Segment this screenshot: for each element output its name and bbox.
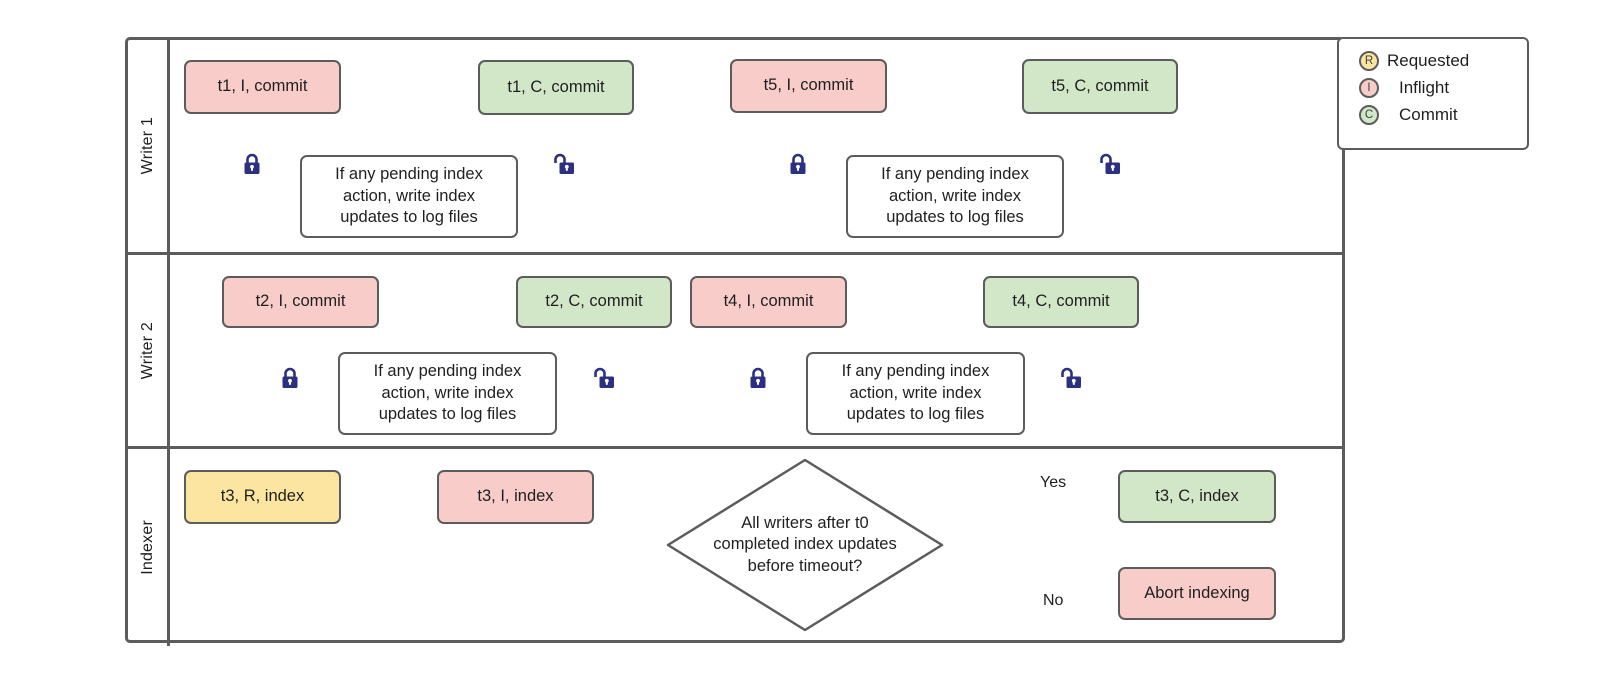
node-ix-t3-commit[interactable]: t3, C, index (1118, 470, 1276, 523)
lock-open-icon (1060, 366, 1082, 390)
node-w1-t5-inflight[interactable]: t5, I, commit (730, 59, 887, 113)
node-w1-t5-commit[interactable]: t5, C, commit (1022, 59, 1178, 114)
legend-label-commit: Commit (1399, 105, 1458, 124)
lock-closed-icon (747, 366, 769, 390)
legend-label-requested: Requested (1387, 51, 1470, 70)
badge-glyph: C (1364, 109, 1374, 121)
node-ix-t3-requested[interactable]: t3, R, index (184, 470, 341, 524)
node-label: t3, C, index (1155, 486, 1239, 505)
node-w1-t1-commit[interactable]: t1, C, commit (478, 60, 634, 115)
node-ix-abort[interactable]: Abort indexing (1118, 567, 1276, 620)
lock-open-icon (1099, 152, 1121, 176)
lane-writer-2: Writer 2 (128, 252, 1342, 446)
lane-header-indexer: Indexer (128, 449, 170, 646)
node-label: t4, I, commit (723, 292, 814, 311)
node-label: t2, I, commit (255, 292, 346, 311)
edge-label-yes: Yes (1040, 474, 1067, 491)
lock-closed-icon (279, 366, 301, 390)
node-label: t1, I, commit (217, 77, 308, 96)
task-line-1: If any pending index (373, 361, 522, 380)
node-w2-task-b[interactable]: If any pending index action, write index… (806, 352, 1025, 435)
legend-panel: R Requested I Inflight C Commit (1337, 37, 1529, 150)
lane-label-writer-1: Writer 1 (138, 117, 156, 175)
lane-header-writer-1: Writer 1 (128, 40, 170, 252)
node-w1-task-b[interactable]: If any pending index action, write index… (846, 155, 1064, 238)
lock-closed-icon (787, 152, 809, 176)
node-label: t5, I, commit (763, 76, 854, 95)
lane-writer-1: Writer 1 (128, 40, 1342, 252)
badge-inflight-icon: I (1359, 78, 1379, 98)
task-line-3: updates to log files (340, 208, 478, 227)
node-label: Abort indexing (1144, 583, 1250, 602)
node-label: t3, R, index (220, 487, 305, 506)
lane-label-writer-2: Writer 2 (138, 321, 156, 380)
task-line-2: action, write index (888, 186, 1022, 205)
legend-item-inflight: I Inflight (1359, 75, 1527, 101)
edge-label-no: No (1043, 592, 1064, 609)
lock-open-icon (593, 366, 615, 390)
lock-closed-icon (241, 152, 263, 176)
task-line-1: If any pending index (335, 164, 483, 183)
lane-header-writer-2: Writer 2 (128, 255, 170, 446)
task-line-3: updates to log files (886, 208, 1024, 227)
node-w1-task-a[interactable]: If any pending index action, write index… (300, 155, 518, 238)
node-w2-t2-inflight[interactable]: t2, I, commit (222, 276, 379, 328)
lock-open-icon (553, 152, 575, 176)
node-ix-decision[interactable]: All writers after t0 completed index upd… (665, 457, 945, 633)
task-line-2: action, write index (381, 383, 514, 402)
task-line-3: updates to log files (846, 405, 985, 424)
legend-label-inflight: Inflight (1399, 78, 1450, 97)
node-w2-task-a[interactable]: If any pending index action, write index… (338, 352, 557, 435)
node-label: t2, C, commit (545, 292, 643, 311)
node-label: t4, C, commit (1012, 292, 1110, 311)
lane-label-indexer: Indexer (138, 520, 156, 575)
legend-item-requested: R Requested (1359, 48, 1527, 74)
node-ix-t3-inflight[interactable]: t3, I, index (437, 470, 594, 524)
badge-glyph: I (1367, 82, 1371, 94)
legend-item-commit: C Commit (1359, 102, 1527, 128)
node-w1-t1-inflight[interactable]: t1, I, commit (184, 60, 341, 114)
node-w2-t4-inflight[interactable]: t4, I, commit (690, 276, 847, 328)
task-line-3: updates to log files (378, 405, 517, 424)
task-line-2: action, write index (849, 383, 982, 402)
badge-commit-icon: C (1359, 105, 1379, 125)
badge-glyph: R (1364, 55, 1374, 67)
node-w2-t2-commit[interactable]: t2, C, commit (516, 276, 672, 328)
node-label: t1, C, commit (507, 77, 605, 96)
node-w2-t4-commit[interactable]: t4, C, commit (983, 276, 1139, 328)
lane-indexer: Indexer (128, 446, 1342, 646)
badge-requested-icon: R (1359, 51, 1379, 71)
task-line-1: If any pending index (881, 164, 1029, 183)
node-label: t5, C, commit (1051, 76, 1149, 95)
task-line-1: If any pending index (841, 361, 990, 380)
task-line-2: action, write index (342, 186, 476, 205)
node-label: t3, I, index (477, 487, 554, 506)
